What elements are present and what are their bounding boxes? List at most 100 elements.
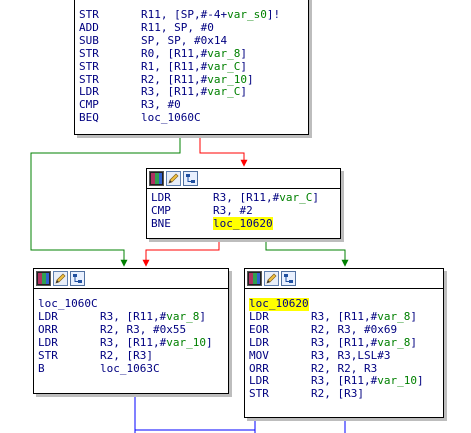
instruction-operands: R3, #0 [141,98,181,112]
instruction-line[interactable]: EOR R2, R3, #0x69 [249,322,443,337]
instruction-operands: R3, [R11,#var_10] [311,374,424,388]
operand-text: R3, [R11,# [311,309,378,323]
instruction-operands: R11, SP, #0 [141,20,214,35]
palette-icon[interactable] [149,171,164,186]
operand-text: R3, #2 [213,203,253,217]
operand-text: R0, [R11,# [141,46,208,60]
instruction-operands: R2, [R3] [311,387,364,401]
operand-text: R2, R3, #0x69 [311,322,398,336]
instruction-line[interactable]: LDR R3, [R11,#var_10] [38,335,228,350]
operand-text: ]! [266,8,281,21]
block-label[interactable]: loc_1060C [38,297,228,311]
instruction-mnemonic: LDR [38,309,58,323]
operand-text: ] [410,335,417,349]
label-text: loc_10620 [249,297,309,311]
operand-text: ] [240,46,247,60]
edge-mid-to-right [265,241,349,267]
instruction-mnemonic: CMP [151,203,171,217]
instruction-mnemonic: SUB [79,33,99,47]
edit-icon[interactable] [166,171,181,186]
stack-var-ref: var_10 [166,335,206,349]
block-titlebar [34,269,228,289]
edit-icon[interactable] [53,271,68,286]
instruction-operands: R0, [R11,#var_8] [141,46,247,61]
operand-text: R11, SP, #0 [141,20,214,34]
graph-icon[interactable] [70,271,85,286]
instruction-mnemonic: STR [79,8,99,21]
instruction-mnemonic: STR [79,72,99,86]
block-label[interactable]: loc_10620 [249,297,443,311]
operand-text: ] [240,85,247,99]
operand-text: ] [205,335,213,349]
instruction-line[interactable]: STR R11, [SP,#-4+var_s0]! [79,8,308,22]
operand-text: R3, [R11,# [311,335,378,349]
block-titlebar [245,269,443,289]
operand-text: R2, R3, #0x55 [100,322,187,336]
operand-text: R3, [R11,# [100,309,167,323]
label-text: loc_1060C [38,297,98,310]
operand-text: R2, [R3] [100,348,153,362]
branch-target-highlighted[interactable]: loc_10620 [213,216,273,230]
edge-mid-to-left [142,241,220,267]
instruction-mnemonic: LDR [38,335,58,349]
stack-var-ref: var_8 [207,46,241,60]
operand-text: R3, #0 [141,98,181,112]
instruction-operands: R3, [R11,#var_C] [213,191,319,205]
stack-var-ref: var_C [207,59,241,73]
instruction-operands: R3, [R11,#var_10] [100,335,213,350]
edit-icon[interactable] [264,271,279,286]
operand-text: R2, [R11,# [141,72,208,86]
operand-text: loc_1063C [100,361,160,375]
operand-text: R3, [R11,# [100,335,167,349]
stack-var-ref: var_10 [377,374,417,388]
instruction-operands: R3, [R11,#var_8] [311,335,417,350]
operand-text: ] [312,191,319,204]
operand-text: R3, [R11,# [311,374,378,388]
graph-icon[interactable] [183,171,198,186]
stack-var-ref: var_8 [166,309,200,323]
instruction-operands: R11, [SP,#-4+var_s0]! [141,8,281,22]
palette-icon[interactable] [247,271,262,286]
operand-text: R1, [R11,# [141,59,208,73]
palette-icon[interactable] [36,271,51,286]
operand-text: R2, [R3] [311,387,364,401]
operand-text: ] [410,309,417,323]
instruction-line[interactable]: CMP R3, #2 [151,203,340,218]
graph-icon[interactable] [281,271,296,286]
edge-top-to-left [30,137,181,267]
instruction-mnemonic: LDR [249,309,269,323]
instruction-operands: loc_10620 [213,216,273,231]
instruction-operands: R3, [R11,#var_C] [141,85,247,99]
instruction-operands: R2, R3, #0x55 [100,322,187,337]
instruction-mnemonic: EOR [249,322,269,336]
operand-text: ] [246,72,254,86]
operand-text: R3, R3,LSL#3 [311,348,391,362]
